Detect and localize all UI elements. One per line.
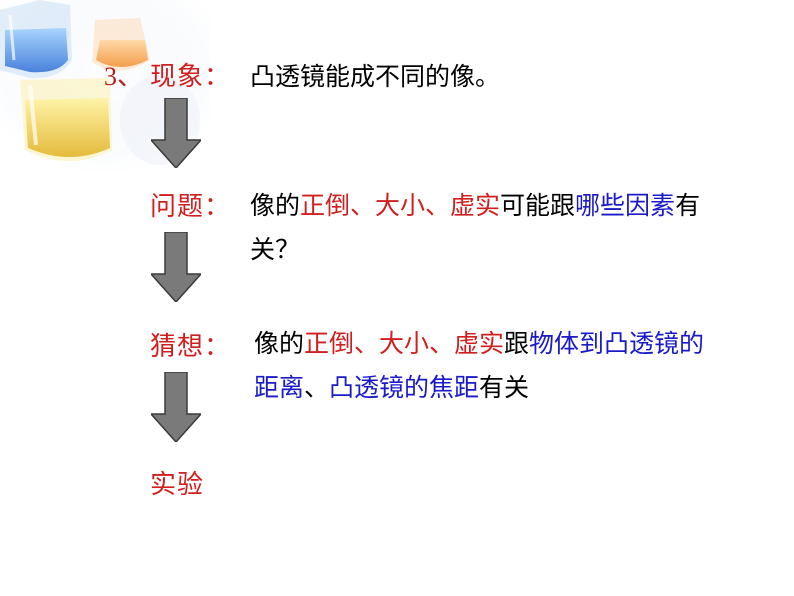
phenomenon-text: 凸透镜能成不同的像。 bbox=[250, 62, 501, 91]
question-segment: 可能跟 bbox=[500, 191, 576, 220]
hypothesis-segment: 有关 bbox=[479, 373, 530, 402]
hypothesis-segment: 跟 bbox=[504, 329, 530, 358]
experiment-label: 实验 bbox=[150, 470, 205, 500]
step-number: 3、 bbox=[104, 62, 144, 91]
question-segment: 哪些因素 bbox=[575, 191, 676, 220]
hypothesis-text: 像的正倒、大小、虚实跟物体到凸透镜的距离、凸透镜的焦距有关 bbox=[254, 322, 724, 410]
question-segment: 正倒、大小、虚实 bbox=[300, 191, 501, 220]
hypothesis-segment: 凸透镜的焦距 bbox=[329, 373, 480, 402]
down-arrow-icon bbox=[151, 98, 201, 168]
hypothesis-segment: 正倒、大小、虚实 bbox=[304, 329, 505, 358]
hypothesis-segment: 物体到凸透镜的距离 bbox=[254, 329, 705, 402]
hypothesis-segment: 像的 bbox=[254, 329, 305, 358]
hypothesis-label: 猜想： bbox=[150, 332, 232, 362]
down-arrow-icon bbox=[151, 372, 201, 442]
question-segment: 有关？ bbox=[250, 191, 701, 264]
phenomenon-label: 现象： bbox=[150, 62, 232, 92]
down-arrow-icon bbox=[151, 232, 201, 302]
question-segment: 像的 bbox=[250, 191, 301, 220]
question-text: 像的正倒、大小、虚实可能跟哪些因素有关？ bbox=[250, 184, 720, 272]
hypothesis-segment: 、 bbox=[304, 373, 330, 402]
question-label: 问题： bbox=[150, 192, 232, 222]
